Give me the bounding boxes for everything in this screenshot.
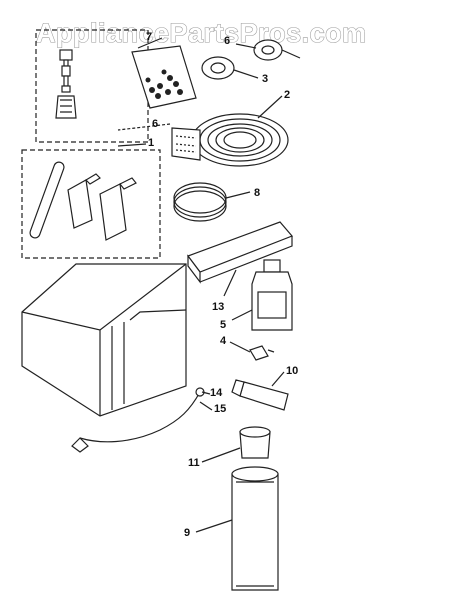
callout-6-top: 6 bbox=[224, 35, 230, 47]
part-14-cover bbox=[21, 263, 187, 417]
callout-13: 13 bbox=[212, 301, 224, 313]
callout-9: 9 bbox=[184, 527, 190, 539]
watermark-text: AppliancePartsPros.com bbox=[36, 18, 367, 48]
callout-8: 8 bbox=[254, 187, 260, 199]
part-13-foam-block bbox=[187, 221, 294, 284]
part-2-insulation-coil bbox=[171, 113, 289, 167]
part-4-fitting bbox=[249, 345, 275, 361]
part-7-parts-bag bbox=[131, 45, 197, 109]
tape-roll-top bbox=[253, 39, 301, 61]
callout-4: 4 bbox=[220, 335, 227, 347]
part-6-valve-group bbox=[35, 29, 149, 143]
callout-7: 7 bbox=[146, 31, 152, 43]
part-11-cap bbox=[239, 426, 271, 459]
part-3-tape-roll bbox=[201, 56, 235, 80]
part-5-bottle bbox=[251, 259, 293, 331]
part-9-aerosol-can bbox=[231, 466, 279, 591]
callout-1: 1 bbox=[148, 137, 154, 149]
part-1-tube-kit bbox=[21, 149, 161, 259]
callout-14: 14 bbox=[210, 387, 223, 399]
callout-2: 2 bbox=[284, 89, 290, 101]
callout-11: 11 bbox=[188, 457, 200, 469]
callout-3: 3 bbox=[262, 73, 268, 85]
leader-lines bbox=[117, 37, 285, 533]
part-8-wire-coil bbox=[173, 182, 227, 222]
callout-10: 10 bbox=[286, 365, 298, 377]
callout-5: 5 bbox=[220, 319, 226, 331]
callout-6: 6 bbox=[152, 118, 158, 130]
part-15-cord bbox=[71, 387, 205, 453]
part-10-sealant-tube bbox=[231, 379, 289, 411]
callout-15: 15 bbox=[214, 403, 226, 415]
